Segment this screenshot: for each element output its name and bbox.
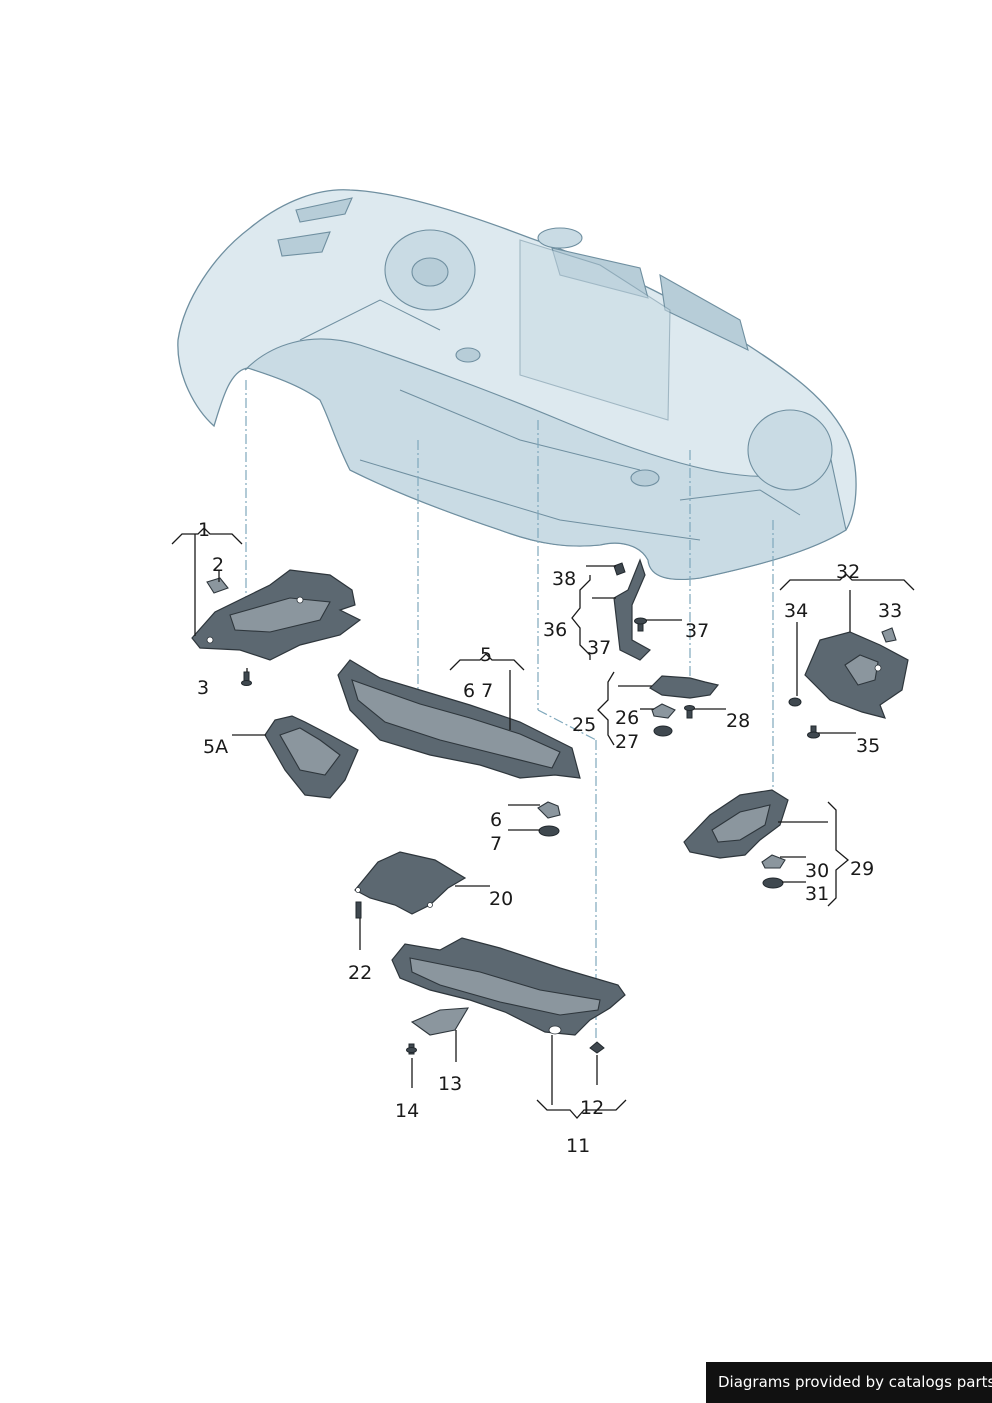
part-31-washer	[762, 877, 784, 889]
callout-1: 1	[198, 519, 210, 541]
callout-14: 14	[395, 1100, 419, 1122]
part-36-bracket	[613, 558, 651, 661]
callout-2: 2	[212, 554, 224, 576]
callout-35: 35	[856, 735, 880, 757]
car-body-underside	[177, 189, 857, 581]
callout-28: 28	[726, 710, 750, 732]
callout-5: 5	[480, 644, 492, 666]
callout-27: 27	[615, 731, 639, 753]
callout-36: 36	[543, 619, 567, 641]
footer-credit-bar: Diagrams provided by catalogs parts	[706, 1362, 992, 1403]
callout-13: 13	[438, 1073, 462, 1095]
callout-6-7: 6 7	[463, 680, 493, 702]
part-14-screw	[406, 1043, 417, 1055]
callout-11: 11	[566, 1135, 590, 1157]
callout-labels: 1 2 3 5 5A 6 7 6 7 11 12 13 14 20 22 25 …	[197, 519, 902, 1157]
part-26-nut	[651, 703, 676, 719]
part-6-nut	[537, 801, 561, 819]
part-5-side-trim	[337, 659, 581, 779]
callout-38: 38	[552, 568, 576, 590]
part-33-clip	[881, 627, 897, 643]
part-35-screw	[807, 725, 820, 739]
callout-29: 29	[850, 858, 874, 880]
callout-26: 26	[615, 707, 639, 729]
callout-30: 30	[805, 860, 829, 882]
part-20-plate	[354, 851, 467, 915]
part-22-bolt	[355, 901, 362, 919]
callout-31: 31	[805, 883, 829, 905]
footer-credit-text: Diagrams provided by catalogs parts	[718, 1373, 992, 1391]
callout-12: 12	[580, 1097, 604, 1119]
callout-6: 6	[490, 809, 502, 831]
part-3-screw	[241, 671, 252, 686]
part-27-washer	[653, 725, 673, 737]
part-11-underbody-panel	[391, 937, 626, 1036]
part-5a-wheel-liner	[264, 715, 359, 799]
callout-32: 32	[836, 561, 860, 583]
leader-lines	[171, 527, 915, 1119]
callout-5a: 5A	[203, 736, 228, 758]
part-2-clip	[206, 577, 229, 594]
part-30-nut	[761, 854, 786, 869]
part-32-wheel-liner	[804, 631, 909, 719]
part-1-front-panel	[191, 569, 362, 661]
callout-37-bracket: 37	[587, 637, 611, 659]
callout-34: 34	[784, 600, 808, 622]
callout-25: 25	[572, 714, 596, 736]
callout-7: 7	[490, 833, 502, 855]
callout-3: 3	[197, 677, 209, 699]
callout-33: 33	[878, 600, 902, 622]
callout-22: 22	[348, 962, 372, 984]
part-7-washer	[538, 825, 560, 837]
callout-20: 20	[489, 888, 513, 910]
callout-37-bolt: 37	[685, 620, 709, 642]
part-12-clip	[589, 1041, 605, 1054]
part-37-bolt	[634, 617, 647, 632]
part-34-nut	[788, 697, 802, 707]
assembly-lines	[245, 380, 774, 1040]
part-38-nut	[613, 562, 626, 576]
part-28-bolt	[684, 705, 695, 719]
part-25-bracket	[649, 675, 720, 699]
part-29-rear-panel	[683, 789, 789, 859]
part-13-bracket	[410, 1007, 470, 1036]
